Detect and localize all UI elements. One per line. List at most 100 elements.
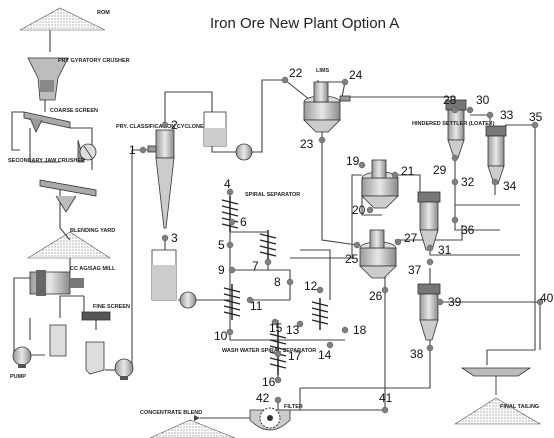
stream-number-21: 21 [401,164,415,178]
stream-node-35 [531,121,539,129]
stream-node-1 [139,146,147,154]
sump-tank-2 [85,341,105,375]
stream-nodes: 1234567891011121314151617181920212223242… [129,66,554,414]
lims-separator-2 [361,159,399,209]
hindered-settler-2 [485,125,507,185]
hindered-settler-label: HINDERED SETTLER (LOATEX) [412,121,495,127]
stream-node-26 [381,286,389,294]
stream-node-34 [491,178,499,186]
stream-node-31 [426,244,434,252]
final-tailing-pile [453,397,542,425]
filter-label: FILTER [284,404,303,410]
stream-node-3 [161,234,169,242]
stream-number-12: 12 [304,279,318,293]
stream-node-11 [246,296,254,304]
stream-node-23 [318,136,326,144]
lims-separator-1 [303,81,351,133]
stream-number-29: 29 [433,163,447,177]
stream-node-29 [451,154,459,162]
jaw-crusher-label: SECONDARY JAW CRUSHER [8,158,85,164]
stream-node-15 [271,318,279,326]
wash-water-label: WASH WATER SPIRAL SEPARATOR [222,348,316,354]
lims-label: LIMS [316,68,329,74]
stream-number-27: 27 [404,231,418,245]
stream-number-36: 36 [461,223,475,237]
pump-spiral-feed [179,291,197,309]
stream-node-28 [451,106,459,114]
stream-node-20 [366,206,374,214]
stream-number-34: 34 [503,179,517,193]
hindered-settler-3 [417,191,441,251]
sag-mill-label: CC AG/SAG MILL [70,266,116,272]
stream-node-32 [451,178,459,186]
blending-yard-label: BLENDING YARD [70,228,115,234]
stream-number-25: 25 [345,252,359,266]
stream-number-13: 13 [286,323,300,337]
stream-node-16 [274,376,282,384]
rom-label: ROM [97,10,110,16]
stream-node-6 [228,218,236,226]
stream-number-40: 40 [540,291,554,305]
cyclone-label: PRY. CLASSIFICATION CYCLONE [116,124,204,130]
stream-number-17: 17 [288,349,302,363]
gyratory-crusher [27,57,69,101]
stream-node-13 [296,320,304,328]
pump-lims-feed [235,143,253,161]
concentrate-blend-pile [149,419,236,438]
stream-number-16: 16 [262,375,276,389]
stream-node-41 [381,406,389,414]
stream-node-38 [426,344,434,352]
tailing-thickener [460,367,532,395]
fine-screen-label: FINE SCREEN [93,304,130,310]
stream-number-37: 37 [408,263,422,277]
stream-number-31: 31 [438,243,452,257]
stream-number-22: 22 [289,66,303,80]
stream-number-6: 6 [240,215,247,229]
stream-number-20: 20 [352,203,366,217]
stream-node-5 [226,241,234,249]
stream-node-39 [436,298,444,306]
pump-mill-circuit [12,346,32,368]
stream-node-27 [394,238,402,246]
stream-number-15: 15 [269,321,283,335]
vacuum-filter [249,407,291,431]
stream-node-24 [341,78,349,86]
stream-node-17 [274,350,282,358]
pump-label: PUMP [10,374,26,380]
spiral-separator-scavenger [223,284,241,320]
stream-node-18 [341,326,349,334]
spiral-separator-rougher [221,196,239,232]
stream-number-35: 35 [529,110,543,124]
stream-number-30: 30 [476,93,490,107]
overflow-tank [203,111,227,147]
coarse-screen [23,111,71,129]
stream-node-19 [358,161,366,169]
coarse-screen-label: COARSE SCREEN [50,108,98,114]
stream-number-1: 1 [129,143,136,157]
rom-stockpile [19,7,106,31]
stream-number-23: 23 [300,137,314,151]
blending-yard-stockpile [26,231,112,259]
stream-node-40 [536,298,544,306]
stream-number-14: 14 [318,348,332,362]
classification-cyclone [147,129,175,229]
stream-node-21 [391,171,399,179]
stream-node-30 [466,106,474,114]
stream-number-10: 10 [214,329,228,343]
stream-node-36 [451,216,459,224]
stream-number-5: 5 [218,238,225,252]
hindered-settler-1 [445,99,467,159]
gyratory-crusher-label: PRY GYRATORY CRUSHER [58,58,130,64]
hindered-settler-4 [417,283,441,341]
stream-node-4 [226,188,234,196]
stream-number-7: 7 [252,259,259,273]
stream-node-12 [316,286,324,294]
stream-node-2 [161,121,169,129]
concentrate-blend-label: CONCENTRATE BLEND [140,410,202,416]
stream-node-8 [286,278,294,286]
stream-number-19: 19 [346,154,360,168]
stream-node-22 [281,76,289,84]
spiral-separator-label: SPIRAL SEPARATOR [245,192,300,198]
stream-number-8: 8 [274,275,281,289]
sag-mill [29,270,84,296]
